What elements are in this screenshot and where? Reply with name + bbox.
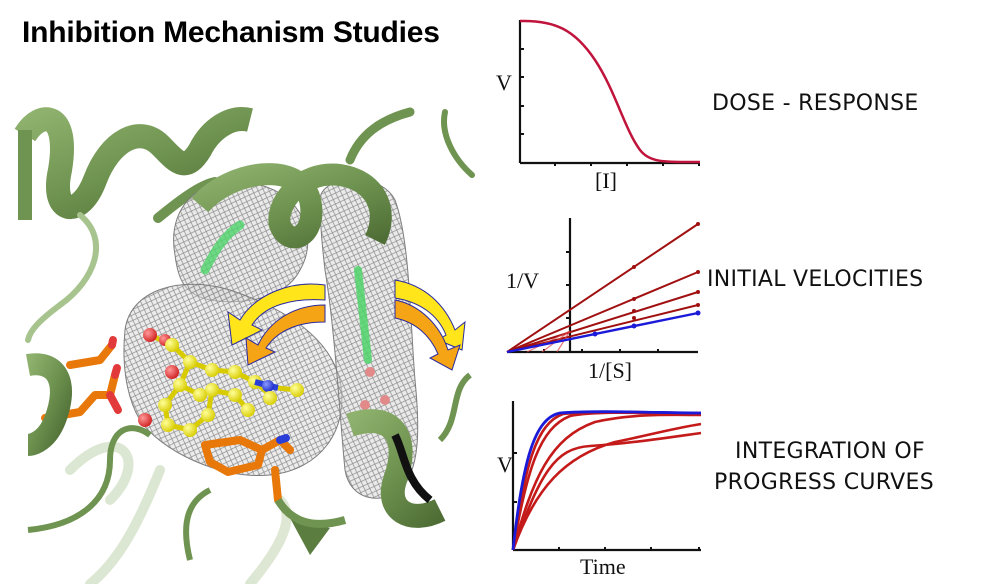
initial-velocities-xlabel: 1/[S] <box>588 358 632 383</box>
ligand-ball-and-stick <box>138 328 304 437</box>
section-label-progress-line2: PROGRESS CURVES <box>714 470 934 495</box>
loop-top-right <box>345 107 415 165</box>
helix-center <box>191 163 392 249</box>
helix-bottom-right <box>274 409 446 555</box>
page-title: Inhibition Mechanism Studies <box>22 16 440 49</box>
section-label-initial-velocities: INITIAL VELOCITIES <box>707 267 924 292</box>
helix-top-left <box>14 107 253 220</box>
protein-ligand-illustration <box>14 107 475 584</box>
dose-response-chart <box>518 19 701 166</box>
loop-left <box>25 212 99 343</box>
progress-curves-ylabel: V <box>497 452 513 477</box>
loop-right-low <box>437 372 473 443</box>
loop-bottom-left <box>27 425 152 533</box>
section-label-dose-response: DOSE - RESPONSE <box>712 91 919 116</box>
dose-response-xlabel: [I] <box>595 168 617 193</box>
green-stick-right <box>354 266 372 364</box>
loop-bottom-mid <box>183 487 212 561</box>
green-stick-left <box>200 220 245 275</box>
initial-velocities-chart <box>506 218 701 354</box>
loop-far-right <box>441 109 475 178</box>
section-label-progress-line1: INTEGRATION OF <box>735 439 925 464</box>
progress-curves-chart <box>511 401 702 552</box>
progress-curves-xlabel: Time <box>580 554 626 579</box>
dose-response-ylabel: V <box>496 70 512 95</box>
helix-bottom-left <box>26 353 72 456</box>
initial-velocities-ylabel: 1/V <box>506 268 539 293</box>
conformational-change-arrows <box>227 279 466 371</box>
residue-sticks <box>41 336 294 504</box>
section-label-progress-curves: INTEGRATION OF PROGRESS CURVES <box>714 436 934 498</box>
